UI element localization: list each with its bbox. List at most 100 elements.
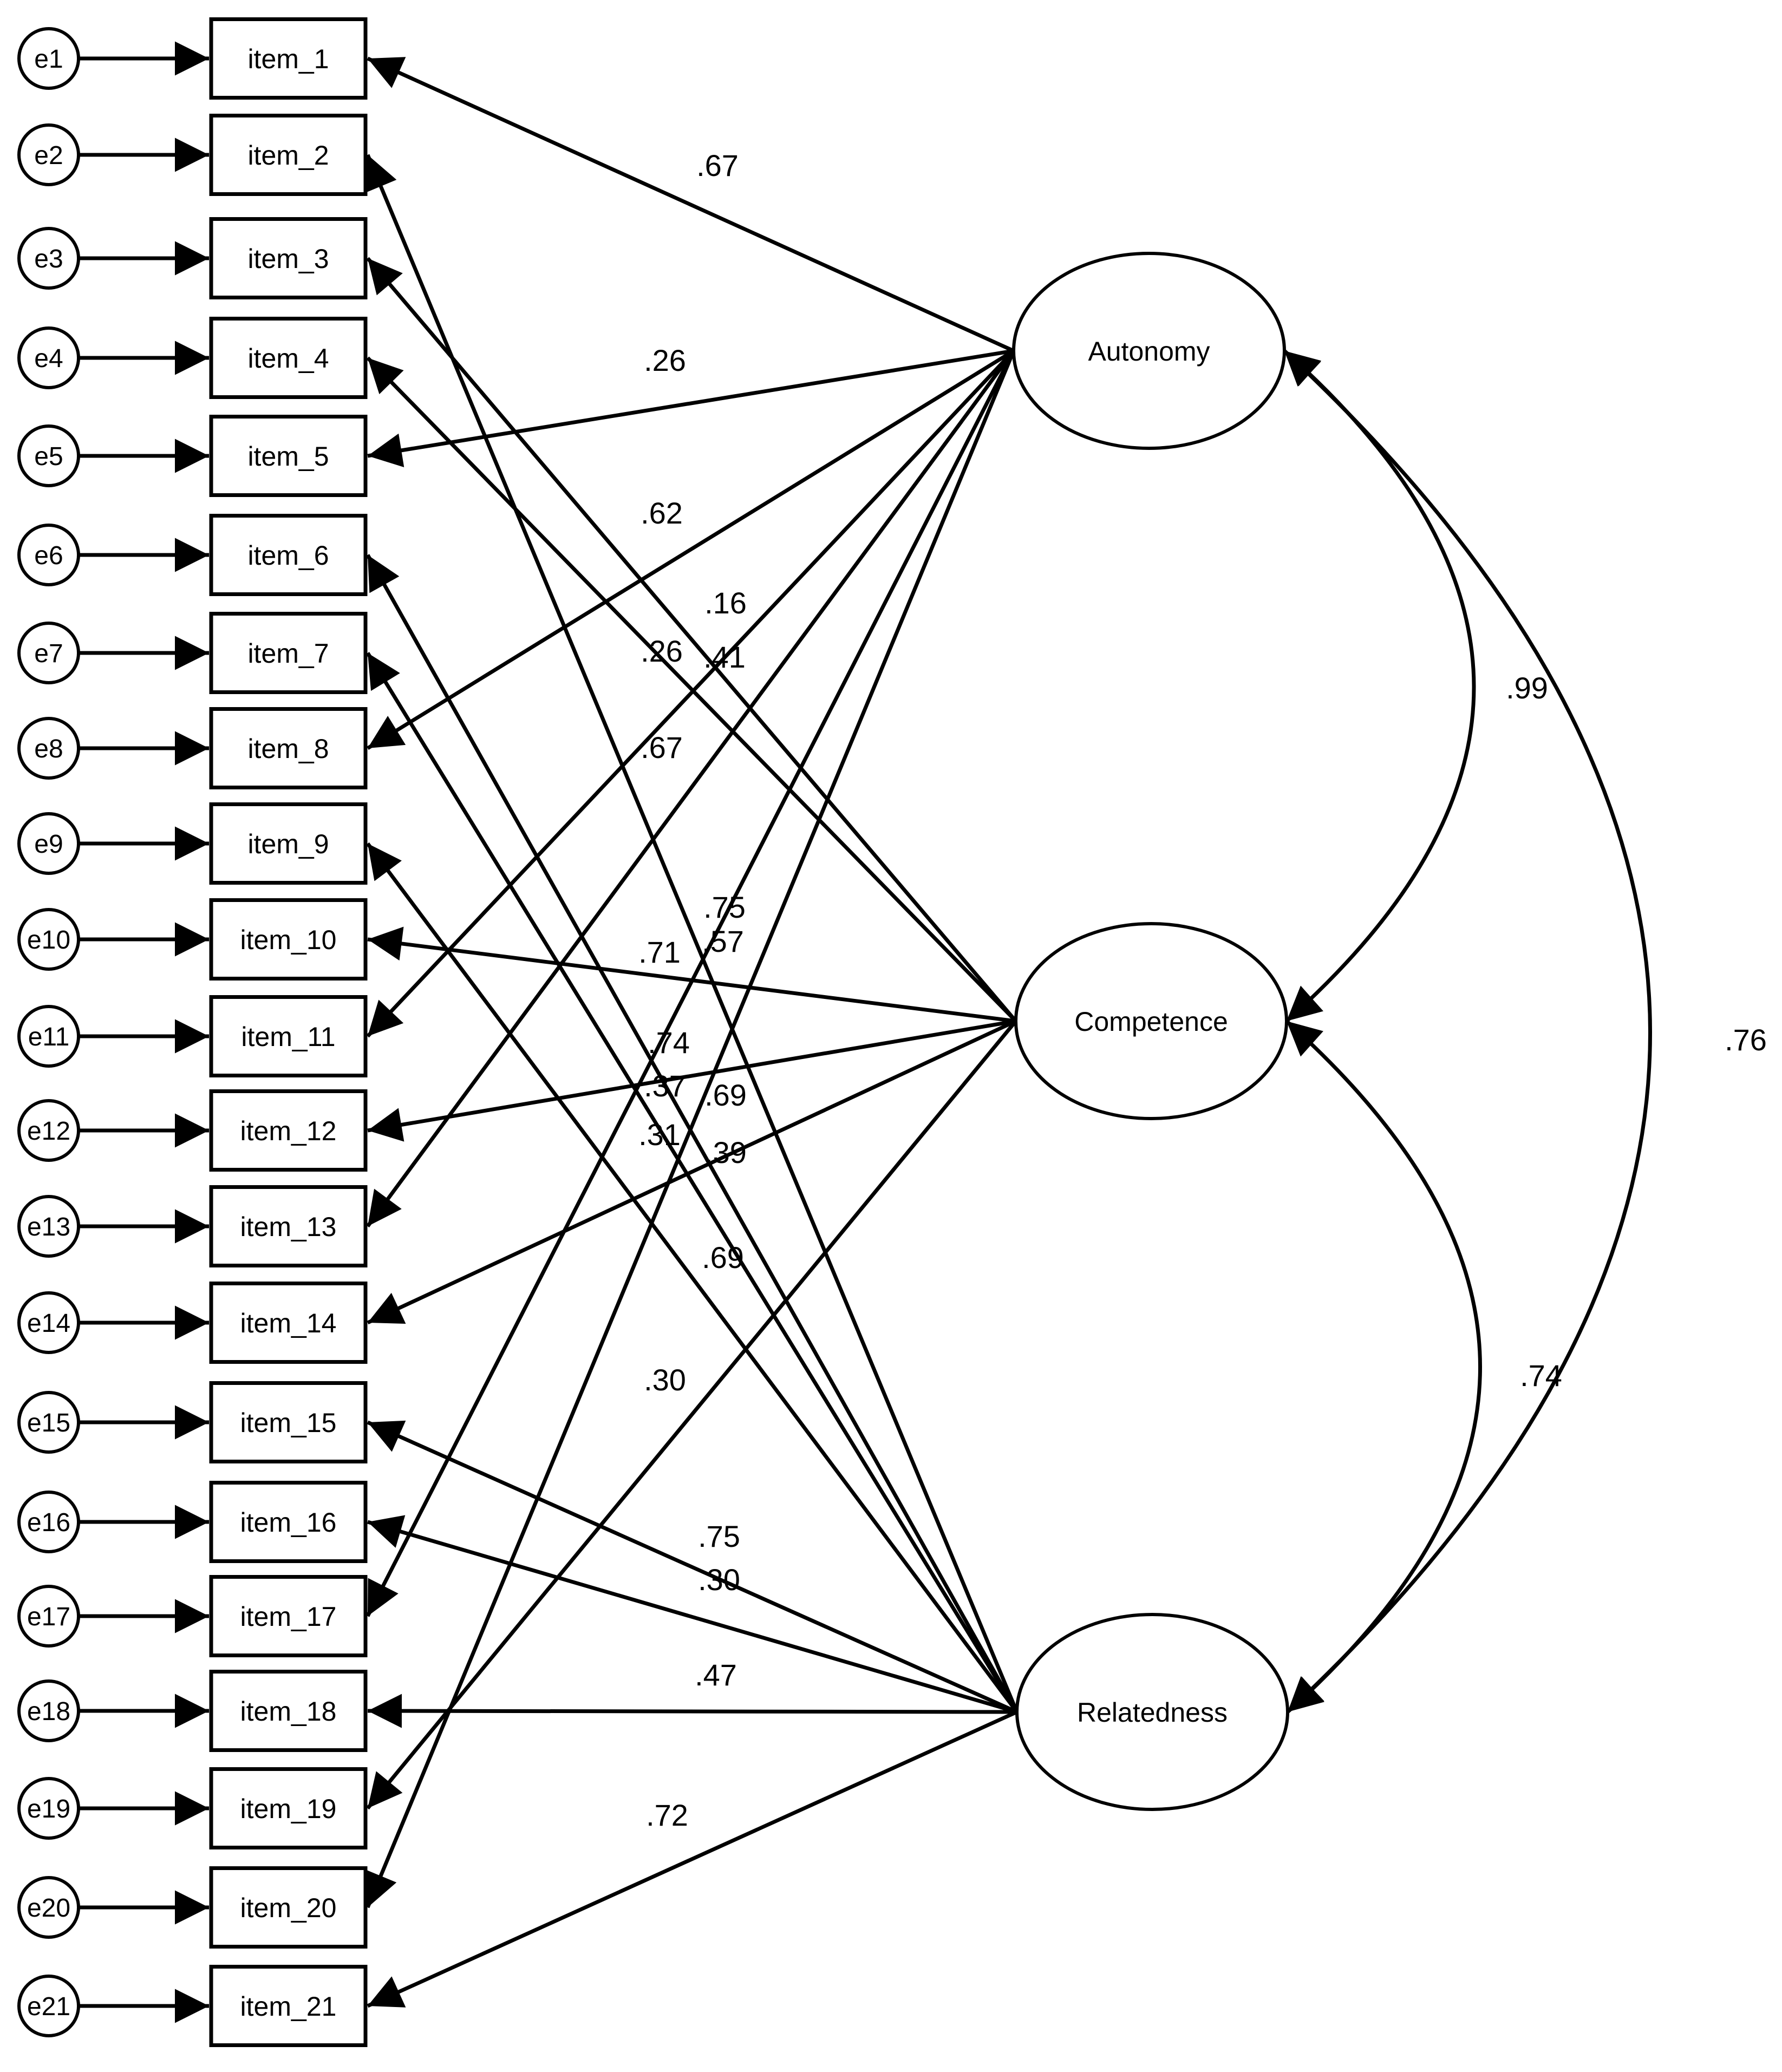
loading-path bbox=[367, 1019, 1016, 1142]
loading-paths bbox=[365, 56, 1019, 2008]
indicator-label: item_6 bbox=[247, 540, 329, 571]
loading-coefficient: .37 bbox=[644, 1069, 686, 1103]
indicator-box-item_6 bbox=[209, 514, 368, 596]
error-term-e14 bbox=[17, 1291, 80, 1354]
error-term-e21 bbox=[17, 1975, 80, 2037]
indicator-label: item_2 bbox=[247, 140, 329, 171]
indicator-label: item_11 bbox=[241, 1022, 335, 1052]
loading-path bbox=[365, 154, 1019, 1713]
indicator-box-item_5 bbox=[209, 415, 368, 497]
error-term-e15 bbox=[17, 1391, 80, 1454]
indicator-box-item_2 bbox=[209, 114, 368, 196]
error-label: e17 bbox=[27, 1603, 70, 1631]
loading-path bbox=[366, 652, 1019, 1713]
loading-path bbox=[367, 349, 1015, 750]
indicator-label: item_5 bbox=[247, 441, 329, 472]
error-label: e7 bbox=[34, 639, 63, 668]
indicator-box-item_20 bbox=[209, 1866, 368, 1949]
error-term-e7 bbox=[17, 622, 80, 684]
error-label: e21 bbox=[27, 1992, 70, 2021]
loading-path bbox=[366, 349, 1015, 1038]
error-term-e1 bbox=[17, 27, 80, 90]
loading-path bbox=[365, 350, 1016, 1617]
indicator-label: item_12 bbox=[240, 1116, 337, 1146]
indicator-label: item_15 bbox=[240, 1408, 337, 1438]
error-term-e8 bbox=[17, 717, 80, 780]
indicator-box-item_12 bbox=[209, 1089, 368, 1172]
error-label: e6 bbox=[34, 541, 63, 570]
indicator-box-item_19 bbox=[209, 1767, 368, 1849]
loading-coefficient: .57 bbox=[702, 924, 744, 958]
indicator-box-item_21 bbox=[209, 1965, 368, 2047]
loading-coefficient: .75 bbox=[698, 1519, 740, 1553]
indicator-label: item_17 bbox=[240, 1602, 337, 1632]
error-label: e10 bbox=[27, 926, 70, 955]
indicator-box-item_17 bbox=[209, 1575, 368, 1657]
loading-path bbox=[367, 1694, 1017, 1728]
indicator-label: item_10 bbox=[240, 925, 337, 955]
loading-coefficient: .75 bbox=[703, 890, 746, 924]
error-label: e2 bbox=[34, 141, 63, 170]
indicator-label: item_19 bbox=[240, 1794, 337, 1824]
error-label: e12 bbox=[27, 1117, 70, 1146]
factor-ellipse-competence bbox=[1014, 922, 1288, 1120]
loading-path bbox=[366, 1019, 1017, 1810]
loading-path bbox=[366, 257, 1017, 1023]
error-arrows bbox=[79, 41, 209, 2023]
loading-path bbox=[366, 349, 1015, 1228]
indicator-box-item_7 bbox=[209, 612, 368, 694]
loading-coefficient: .69 bbox=[704, 1078, 747, 1112]
loading-path bbox=[365, 554, 1019, 1713]
covariance-coefficient: .76 bbox=[1725, 1023, 1767, 1057]
loading-coefficient: .71 bbox=[638, 935, 681, 969]
indicator-box-item_10 bbox=[209, 898, 368, 981]
loading-coefficient: .16 bbox=[704, 586, 747, 620]
loading-path bbox=[366, 842, 1019, 1714]
error-term-e13 bbox=[17, 1195, 80, 1258]
error-label: e5 bbox=[34, 442, 63, 471]
loading-coefficient: .47 bbox=[695, 1658, 737, 1692]
error-term-e2 bbox=[17, 123, 80, 186]
indicator-label: item_16 bbox=[240, 1507, 337, 1538]
error-label: e3 bbox=[34, 245, 63, 273]
loading-coefficient: .69 bbox=[702, 1240, 744, 1274]
error-term-e5 bbox=[17, 424, 80, 487]
error-label: e4 bbox=[34, 344, 63, 373]
loading-path bbox=[367, 1710, 1018, 2008]
loading-path bbox=[367, 56, 1015, 353]
covariance-arc bbox=[1283, 349, 1652, 1714]
indicator-items: item_1item_2item_3item_4item_5item_6item… bbox=[209, 17, 368, 2047]
loading-path bbox=[366, 356, 1017, 1023]
error-term-e16 bbox=[17, 1491, 80, 1553]
loading-path bbox=[367, 1515, 1017, 1714]
error-term-e19 bbox=[17, 1777, 80, 1840]
loading-coefficient: .30 bbox=[644, 1363, 686, 1397]
error-term-e10 bbox=[17, 908, 80, 971]
factor-label-relatedness: Relatedness bbox=[1077, 1697, 1228, 1728]
error-label: e16 bbox=[27, 1508, 70, 1537]
loading-coefficient: .39 bbox=[704, 1135, 747, 1169]
error-term-e4 bbox=[17, 326, 80, 389]
covariance-arc bbox=[1285, 1019, 1482, 1714]
error-label: e11 bbox=[28, 1023, 70, 1051]
error-label: e15 bbox=[27, 1409, 70, 1437]
indicator-label: item_20 bbox=[240, 1893, 337, 1923]
loading-coefficient: .72 bbox=[646, 1798, 688, 1832]
coefficient-labels: .67.75.16.41.26.37.31.62.69.71.67.74.57.… bbox=[638, 148, 1767, 1832]
factor-label-competence: Competence bbox=[1074, 1006, 1228, 1037]
error-term-e17 bbox=[17, 1585, 80, 1648]
loading-coefficient: .62 bbox=[641, 496, 683, 530]
indicator-label: item_9 bbox=[247, 829, 329, 859]
indicator-label: item_13 bbox=[240, 1212, 337, 1242]
error-terms: e1e2e3e4e5e6e7e8e9e10e11e12e13e14e15e16e… bbox=[17, 27, 80, 2037]
indicator-label: item_7 bbox=[247, 638, 329, 669]
error-label: e14 bbox=[27, 1309, 70, 1338]
error-term-e20 bbox=[17, 1876, 80, 1939]
loading-coefficient: .67 bbox=[696, 148, 739, 182]
indicator-box-item_16 bbox=[209, 1481, 368, 1563]
indicator-label: item_18 bbox=[240, 1696, 337, 1727]
loading-coefficient: .67 bbox=[641, 730, 683, 764]
factor-label-autonomy: Autonomy bbox=[1088, 336, 1210, 367]
